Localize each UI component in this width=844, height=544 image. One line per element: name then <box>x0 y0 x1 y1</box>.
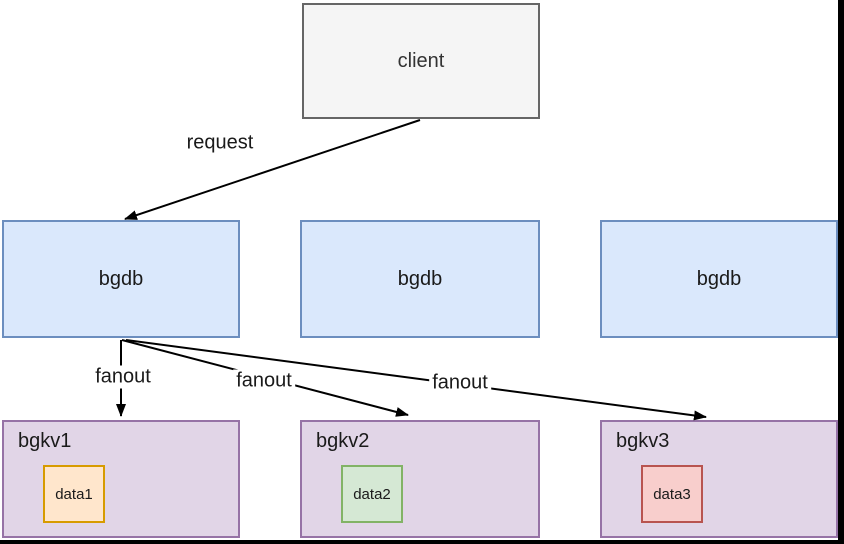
node-bgdb-1: bgdb <box>2 220 240 338</box>
node-bgdb-2: bgdb <box>300 220 540 338</box>
edge-fanout-3-arrow <box>125 339 707 421</box>
edge-fanout-2-label: fanout <box>233 369 295 393</box>
node-bgkv3-label: bgkv3 <box>616 430 670 452</box>
edge-request-arrow <box>124 119 421 220</box>
node-bgdb-1-label: bgdb <box>98 267 144 290</box>
edge-fanout-3-label: fanout <box>429 371 491 395</box>
node-bgkv3: bgkv3 data3 <box>600 420 838 538</box>
node-bgkv2-label: bgkv2 <box>316 430 370 452</box>
node-bgkv1: bgkv1 data1 <box>2 420 240 538</box>
node-bgdb-3-label: bgdb <box>696 267 742 290</box>
node-bgkv2: bgkv2 data2 <box>300 420 540 538</box>
node-client: client <box>302 3 540 119</box>
edge-fanout-1-label: fanout <box>92 365 154 389</box>
edge-request-label: request <box>183 131 257 155</box>
node-data3: data3 <box>641 465 703 523</box>
node-client-label: client <box>397 49 445 72</box>
node-data2-label: data2 <box>353 485 391 503</box>
node-data2: data2 <box>341 465 403 523</box>
node-data1-label: data1 <box>55 485 93 503</box>
screen-edge-bottom <box>0 540 844 544</box>
node-bgdb-3: bgdb <box>600 220 838 338</box>
node-data3-label: data3 <box>653 485 691 503</box>
screen-edge-right <box>838 0 844 544</box>
node-data1: data1 <box>43 465 105 523</box>
node-bgdb-2-label: bgdb <box>397 267 443 290</box>
node-bgkv1-label: bgkv1 <box>18 430 72 452</box>
